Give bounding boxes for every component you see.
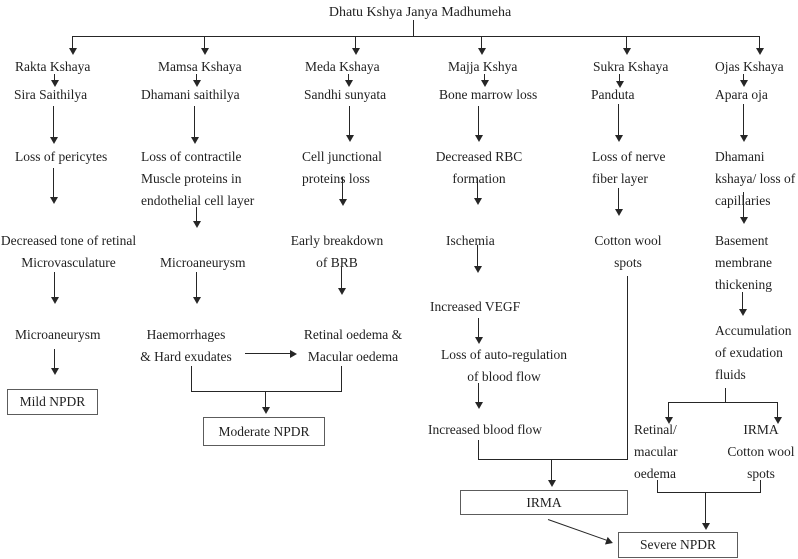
outcome-label-severe-npdr: Severe NPDR: [639, 537, 717, 552]
arrow-root-to-majja: [481, 36, 483, 48]
arrow-sandhi-to-cell-junctional: [349, 106, 351, 135]
arrow-apara-to-dhamani-kshaya: [743, 104, 745, 135]
arrow-ojas-to-apara: [743, 74, 745, 80]
outcome-box-moderate-npdr: Moderate NPDR: [203, 417, 325, 446]
node-apara-oja: Apara oja: [715, 87, 768, 102]
arrow-meda-to-sandhi: [348, 74, 350, 80]
arrow-irma-to-severe-npdr: [547, 519, 607, 541]
increased-blood-flow-stub-line: [478, 440, 480, 460]
node-decreased-tone: Decreased tone of retinal Microvasculatu…: [0, 233, 137, 270]
node-accumulation-fluids: Accumulation of exudation fluids: [715, 323, 792, 382]
arrow-split-to-irma-cotton: [777, 403, 779, 417]
node-meda-kshaya: Meda Kshaya: [305, 59, 380, 74]
arrow-nerve-fiber-to-cotton-wool: [618, 188, 620, 209]
arrow-loss-of-autoregulation-to-increased-blood-flow: [478, 383, 480, 402]
node-retinal-macular-oedema: Retinal/ macular oedema: [634, 422, 678, 481]
moderate-bracket-left-line: [191, 366, 193, 391]
arrow-decreased-tone-to-microaneurysm: [54, 272, 56, 297]
arrow-dhamani-kshaya-to-basement: [743, 192, 745, 217]
arrow-decreased-rbc-to-ischemia: [477, 178, 479, 198]
arrow-early-breakdown-to-retinal-oedema: [341, 267, 343, 288]
node-cell-junctional: Cell junctional proteins loss: [302, 149, 382, 186]
outcome-label-moderate-npdr: Moderate NPDR: [218, 423, 310, 439]
root-stem-line: [413, 20, 415, 36]
arrow-basement-to-accumulation: [742, 292, 744, 309]
node-increased-vegf: Increased VEGF: [430, 299, 521, 314]
node-mamsa-kshaya: Mamsa Kshaya: [158, 59, 242, 74]
outcome-label-mild-npdr: Mild NPDR: [19, 394, 86, 409]
arrow-root-to-rakta: [72, 36, 74, 48]
arrow-root-to-mamsa: [204, 36, 206, 48]
arrow-ischemia-to-increased-vegf: [477, 245, 479, 266]
node-ischemia: Ischemia: [446, 233, 495, 248]
node-microaneurysm-1: Microaneurysm: [15, 327, 101, 342]
arrow-sukra-to-panduta: [619, 74, 621, 81]
arrow-dhamani-to-contractile: [194, 106, 196, 137]
node-loss-of-autoregulation: Loss of auto-regulation of blood flow: [441, 347, 567, 384]
node-sira-saithilya: Sira Saithilya: [14, 87, 88, 102]
irma-connector-bar-line: [478, 459, 628, 461]
arrow-rakta-to-sira: [54, 74, 56, 80]
arrow-cell-junctional-to-early-breakdown: [342, 177, 344, 199]
arrow-bone-marrow-to-decreased-rbc: [478, 106, 480, 135]
arrow-bracket-to-severe-npdr: [705, 492, 707, 523]
arrow-mamsa-to-dhamani-saithilya: [196, 74, 198, 80]
accumulation-stub-line: [725, 388, 727, 402]
node-ojas-kshaya: Ojas Kshaya: [715, 59, 784, 74]
arrow-contractile-to-microaneurysm: [196, 207, 198, 221]
diagram-title: Dhatu Kshya Janya Madhumeha: [328, 5, 512, 20]
arrow-connector-to-irma: [551, 460, 553, 480]
node-majja-kshya: Majja Kshya: [448, 59, 518, 74]
severe-bracket-bar-line: [657, 492, 761, 494]
arrow-sira-to-pericytes: [53, 106, 55, 137]
arrow-panduta-to-nerve-fiber: [618, 104, 620, 135]
arrow-haemorrhages-to-retinal-oedema: [245, 353, 290, 355]
node-retinal-oedema: Retinal oedema & Macular oedema: [303, 327, 403, 364]
node-increased-blood-flow: Increased blood flow: [428, 422, 542, 437]
severe-bracket-left-line: [657, 480, 659, 492]
node-basement-membrane: Basement membrane thickening: [715, 233, 772, 292]
node-dhamani-kshaya: Dhamani kshaya/ loss of capillaries: [715, 149, 796, 208]
arrow-bracket-to-moderate-npdr: [265, 391, 267, 407]
cotton-wool-to-irma-connector-line: [627, 276, 629, 460]
node-loss-of-nerve-fiber: Loss of nerve fiber layer: [592, 149, 666, 186]
arrow-root-to-sukra: [626, 36, 628, 48]
node-cotton-wool-spots: Cotton wool spots: [594, 233, 662, 270]
moderate-bracket-bar-line: [191, 391, 342, 393]
accumulation-split-bar-line: [668, 402, 778, 404]
arrow-microaneurysm-to-haemorrhages: [196, 272, 198, 297]
outcome-box-irma: IRMA: [460, 490, 628, 515]
arrow-majja-to-bone-marrow: [484, 74, 486, 80]
node-loss-of-pericytes: Loss of pericytes: [15, 149, 108, 164]
outcome-label-irma: IRMA: [526, 494, 562, 510]
moderate-bracket-right-line: [341, 366, 343, 391]
arrow-root-to-meda: [355, 36, 357, 48]
outcome-box-mild-npdr: Mild NPDR: [7, 389, 98, 415]
node-early-breakdown-brb: Early breakdown of BRB: [290, 233, 384, 270]
severe-bracket-right-line: [760, 480, 762, 492]
arrow-pericytes-to-decreased-tone: [53, 168, 55, 197]
arrow-microaneurysm-to-mild-npdr: [54, 349, 56, 368]
outcome-box-severe-npdr: Severe NPDR: [618, 532, 738, 558]
node-bone-marrow-loss: Bone marrow loss: [439, 87, 538, 102]
node-dhamani-saithilya: Dhamani saithilya: [141, 87, 240, 102]
arrow-root-to-ojas: [759, 36, 761, 48]
node-irma-cotton-wool: IRMA Cotton wool spots: [727, 422, 795, 481]
arrow-increased-vegf-to-loss-of-autoregulation: [478, 318, 480, 337]
node-panduta: Panduta: [591, 87, 635, 102]
node-microaneurysm-2: Microaneurysm: [160, 255, 246, 270]
node-decreased-rbc: Decreased RBC formation: [435, 149, 523, 186]
node-rakta-kshaya: Rakta Kshaya: [15, 59, 91, 74]
node-sandhi-sunyata: Sandhi sunyata: [304, 87, 387, 102]
node-loss-of-contractile: Loss of contractile Muscle proteins in e…: [141, 149, 255, 208]
branch-bar-line: [71, 36, 760, 38]
arrow-split-to-retinal-macular: [668, 403, 670, 417]
node-sukra-kshaya: Sukra Kshaya: [593, 59, 669, 74]
node-haemorrhages: Haemorrhages & Hard exudates: [140, 327, 232, 364]
